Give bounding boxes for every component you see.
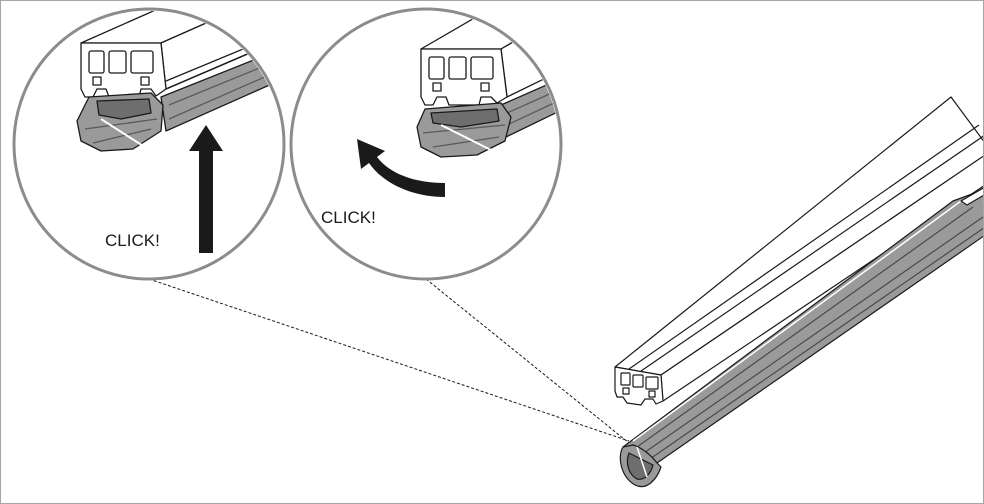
click-label-left: CLICK! <box>105 231 160 250</box>
click-label-right: CLICK! <box>321 208 376 227</box>
main-assembly <box>614 96 983 488</box>
leader-line-right <box>425 278 630 444</box>
detail-circle-right: CLICK! <box>289 7 563 281</box>
seal-detail-right <box>416 60 559 158</box>
seal-rail <box>619 187 983 488</box>
detail-circle-left: CLICK! <box>12 7 286 281</box>
up-arrow <box>189 125 223 253</box>
curved-arrow <box>357 139 445 197</box>
leader-line-left <box>148 278 630 442</box>
aluminum-profile <box>614 96 983 406</box>
leader-lines <box>148 278 630 444</box>
